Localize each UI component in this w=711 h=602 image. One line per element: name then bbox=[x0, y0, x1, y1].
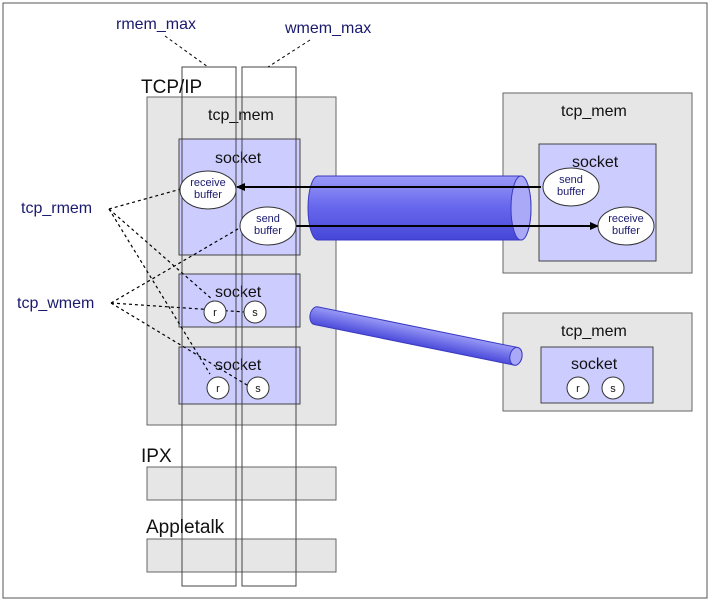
socket-2-s-buffer bbox=[243, 300, 267, 324]
buffer-label-line: buffer bbox=[194, 189, 222, 201]
tcp-mem-label-left: tcp_mem bbox=[208, 107, 274, 124]
socket-2-r-label: r bbox=[213, 307, 217, 319]
right-bottom-r-label: r bbox=[576, 383, 580, 395]
buffer-label-line: buffer bbox=[612, 225, 640, 237]
socket-3-r-label: r bbox=[216, 383, 220, 395]
tcp-rmem-leaders bbox=[108, 188, 214, 375]
right-top-socket-title: socket bbox=[572, 154, 619, 171]
left-socket-3 bbox=[178, 346, 301, 405]
socket-3-s-buffer bbox=[246, 376, 270, 400]
wmem-max-leader bbox=[267, 39, 311, 68]
socket-2-title: socket bbox=[215, 284, 262, 301]
ipx-label: IPX bbox=[141, 446, 172, 467]
buffer-label-line: receive bbox=[608, 213, 643, 225]
right-bottom-socket bbox=[540, 346, 654, 404]
right-bottom-socket-title: socket bbox=[571, 356, 618, 373]
connection-pipe-top bbox=[307, 175, 532, 241]
buffer-label-line: send bbox=[256, 213, 280, 225]
socket-2-r-buffer bbox=[203, 300, 227, 324]
right-receive-buffer bbox=[597, 206, 655, 246]
tcpip-label: TCP/IP bbox=[141, 77, 202, 98]
right-bottom-s-buffer bbox=[601, 376, 625, 400]
right-send-buffer bbox=[542, 167, 600, 207]
wmem-max-label: wmem_max bbox=[284, 20, 371, 37]
tcp-rmem-label: tcp_rmem bbox=[21, 200, 92, 217]
left-socket-2 bbox=[178, 273, 301, 328]
tcp-mem-label-right-top: tcp_mem bbox=[561, 103, 627, 120]
left-send-buffer bbox=[239, 206, 297, 246]
buffer-label-line: send bbox=[559, 174, 583, 186]
tcp-wmem-label: tcp_wmem bbox=[17, 295, 94, 312]
right-bottom-s-label: s bbox=[610, 383, 616, 395]
socket-2-s-label: s bbox=[252, 307, 258, 319]
socket-1-title: socket bbox=[215, 150, 262, 167]
rmem-max-label: rmem_max bbox=[116, 16, 196, 33]
tcp-mem-label-right-bottom: tcp_mem bbox=[561, 323, 627, 340]
tcp-wmem-leaders bbox=[110, 225, 248, 386]
buffer-label-line: buffer bbox=[557, 186, 585, 198]
wmem-max-column bbox=[241, 66, 297, 587]
right-bottom-r-buffer bbox=[566, 376, 590, 400]
socket-3-s-label: s bbox=[255, 383, 261, 395]
socket-3-r-buffer bbox=[206, 376, 230, 400]
appletalk-label: Appletalk bbox=[146, 517, 225, 538]
buffer-label-line: receive bbox=[190, 177, 225, 189]
rmem-max-column bbox=[181, 66, 237, 587]
left-receive-buffer bbox=[179, 170, 237, 210]
rmem-max-leader bbox=[164, 35, 209, 68]
buffer-label-line: buffer bbox=[254, 225, 282, 237]
connection-pipe-bottom bbox=[309, 306, 523, 366]
socket-3-title: socket bbox=[215, 357, 262, 374]
